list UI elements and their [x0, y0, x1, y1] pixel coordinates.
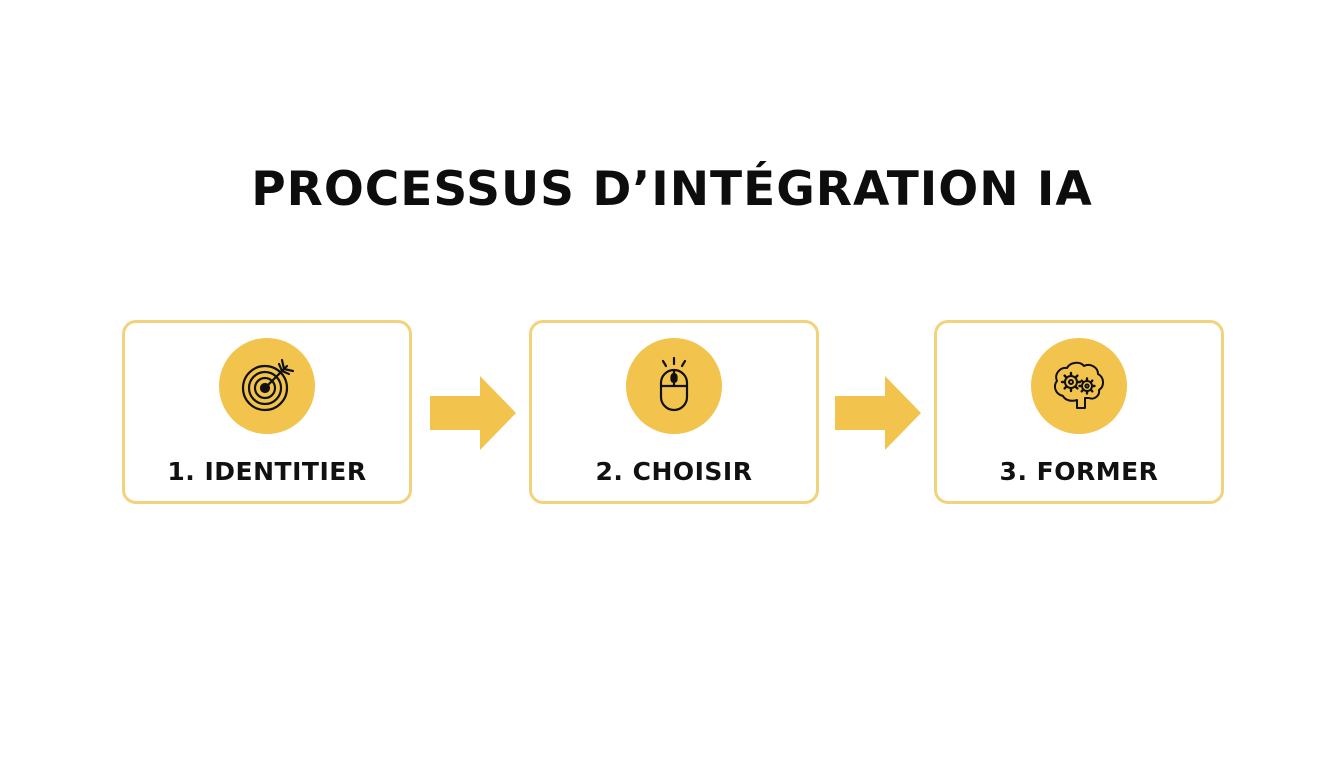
step-card-train: 3. FORMER: [934, 320, 1224, 504]
step-card-identify: 1. IDENTITIER: [122, 320, 412, 504]
step-label: 3. FORMER: [999, 457, 1159, 486]
step-label: 1. IDENTITIER: [167, 457, 367, 486]
step-icon-circle: [626, 338, 722, 434]
step-icon-circle: [219, 338, 315, 434]
step-icon-circle: [1031, 338, 1127, 434]
flow-arrow-1: [430, 376, 516, 450]
flow-arrow-2: [835, 376, 921, 450]
brain-gears-icon: [1054, 361, 1104, 409]
step-card-choose: 2. CHOISIR: [529, 320, 819, 504]
diagram-title: PROCESSUS D’INTÉGRATION IA: [251, 162, 1093, 217]
target-arrow-icon: [241, 358, 295, 412]
step-label: 2. CHOISIR: [595, 457, 753, 486]
computer-mouse-icon: [659, 356, 689, 412]
